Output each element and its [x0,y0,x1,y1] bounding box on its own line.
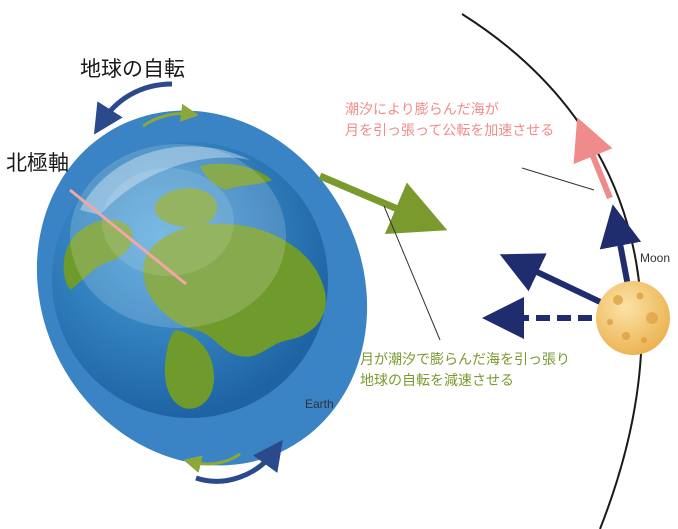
north-axis-label: 北極軸 [6,151,69,175]
land-eurasia [143,223,326,357]
land-africa [164,330,214,409]
land-americas [63,219,133,290]
rotation-title: 地球の自転 [80,57,185,81]
moon-orbit [461,13,643,529]
north-axis-line [69,188,187,286]
earth-label: Earth [305,397,334,411]
decel-caption-line2: 地球の自転を減速させる [360,373,514,389]
moon-body [596,281,670,355]
pink-accel-arrow [573,117,613,200]
green-force-arrow [318,172,448,235]
rotation-arrow-top-right [142,103,199,128]
rotation-arrow-bottom-right [195,439,283,484]
moon-label: Moon [640,251,671,265]
rotation-arrow-top-left [93,81,173,135]
accel-caption-line2: 月を引っ張って公転を加速させる [345,123,555,139]
accel-caption-line1: 潮汐により膨らんだ海が [345,102,499,118]
earth-globe [52,142,328,418]
decel-caption-line1: 月が潮汐で膨らんだ海を引っ張り [360,352,570,368]
decel-pointer-line [383,205,441,341]
rotation-arrow-bottom-left [183,452,241,473]
land-greenland [154,188,217,228]
accel-pointer-line [521,167,595,191]
land-arctic [200,163,272,190]
